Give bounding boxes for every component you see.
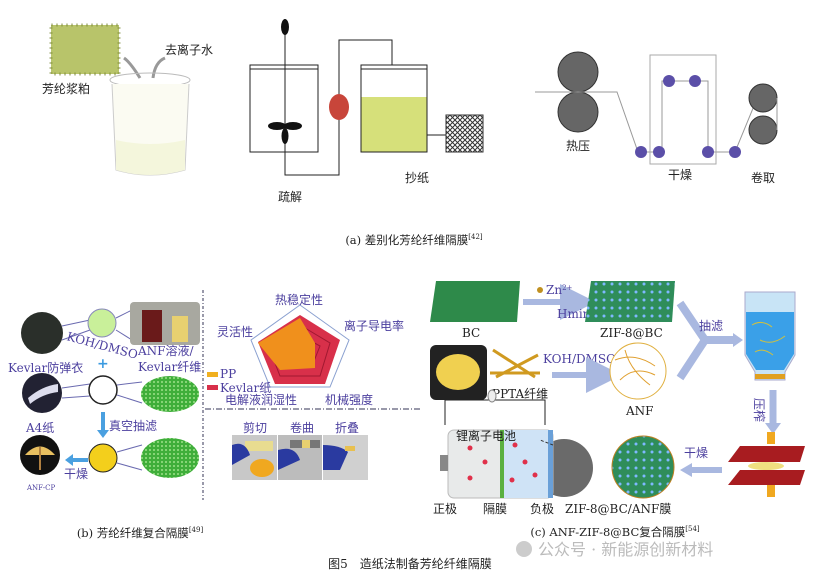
press-plates [728, 432, 805, 497]
merge-arrow [676, 300, 735, 381]
label-fold: 折叠 [335, 420, 359, 435]
radar-axis-thermal: 热稳定性 [275, 292, 323, 307]
label-ppta: PPTA纤维 [492, 387, 548, 401]
legend-swatch-kevlar [207, 385, 218, 390]
bc-sheet [430, 281, 520, 322]
papermaking-tank [360, 64, 484, 153]
wechat-icon [516, 541, 532, 557]
label-drying: 干燥 [668, 168, 692, 182]
label-kevlar-fiber: Kevlar纤维 [138, 360, 201, 374]
caption-b: (b) 芳纶纤维复合隔膜[49] [77, 526, 204, 540]
anf-solution-photo [130, 302, 200, 345]
label-disperse: 疏解 [278, 189, 302, 204]
label-membrane: ZIF-8@BC/ANF膜 [565, 502, 671, 516]
lithium-battery [440, 389, 554, 499]
watermark: 公众号 · 新能源创新材料 [538, 540, 713, 559]
label-dry-b: 干燥 [64, 467, 88, 481]
guide-rollers [635, 75, 741, 158]
beaker [109, 56, 191, 176]
label-a4: A4纸 [25, 421, 54, 435]
caption-c: (c) ANF-ZIF-8@BC复合隔膜[54] [530, 525, 700, 539]
yellow-circle [88, 443, 118, 473]
radar-chart: 热稳定性 离子导电率 机械强度 电解液润湿性 灵活性 PP Kevlar纸 [207, 292, 404, 407]
label-vacuum-filter: 真空抽滤 [109, 419, 157, 433]
label-press: 压榨 [752, 398, 767, 422]
label-deionized-water: 去离子水 [165, 42, 213, 57]
label-hmin: Hmin [557, 307, 591, 321]
aramid-pulp-photo [51, 25, 119, 74]
flexibility-photos [232, 435, 368, 480]
composite-membrane-circle [611, 435, 675, 499]
label-papermaking: 抄纸 [405, 171, 429, 185]
label-bc: BC [462, 326, 480, 340]
green-texture [141, 376, 199, 412]
filter-funnel [744, 291, 796, 381]
drying-box [649, 54, 717, 165]
radar-pp-area [258, 318, 315, 370]
hot-press-rollers [557, 51, 599, 133]
label-zn: Zn2+ [546, 283, 573, 297]
figure-caption: 图5 造纸法制备芳纶纤维隔膜 [328, 557, 492, 571]
legend-pp: PP [220, 367, 236, 381]
label-zif8-bc: ZIF-8@BC [600, 326, 663, 340]
label-kevlar-vest: Kevlar防弹衣 [8, 360, 83, 375]
legend-swatch-pp [207, 372, 218, 377]
label-aramid-pulp: 芳纶浆粕 [42, 81, 90, 96]
pump [329, 94, 349, 120]
legend-kevlar: Kevlar纸 [220, 381, 271, 395]
sheet-path [535, 80, 764, 153]
label-filter: 抽滤 [699, 319, 723, 333]
label-winding: 卷取 [751, 170, 775, 185]
radar-axis-conductivity: 离子导电率 [344, 318, 404, 333]
kevlar-vest-photo [21, 312, 63, 354]
zif8-bc-sheet [585, 281, 675, 322]
label-anf-cp: ANF-CP [26, 484, 55, 492]
label-hot-press: 热压 [566, 139, 590, 153]
label-roll: 卷曲 [290, 420, 314, 435]
fiber-circle [87, 308, 117, 338]
panel-c: BC Zn2+ Hmin ZIF-8@BC 抽滤 PPTA纤维 KOH/DMSO… [430, 281, 805, 539]
label-cathode: 正极 [433, 502, 457, 516]
label-anode: 负极 [530, 502, 554, 516]
winding-rollers [748, 83, 778, 145]
label-koh-dmso-c: KOH/DMSO [543, 352, 616, 366]
plus-sign: + [97, 356, 109, 372]
caption-a: (a) 差别化芳纶纤维隔膜[42] [345, 233, 483, 247]
label-dry-c: 干燥 [684, 446, 708, 460]
white-circle [88, 375, 118, 405]
panel-a: 芳纶浆粕 去离子水 疏解 抄纸 [42, 19, 778, 247]
radar-axis-strength: 机械强度 [325, 392, 373, 407]
label-separator: 隔膜 [483, 502, 507, 516]
disperse-tank [249, 19, 319, 153]
green-texture-2 [141, 438, 199, 478]
radar-axis-wetting: 电解液润湿性 [225, 392, 297, 407]
label-anf-solution: ANF溶液/ [137, 343, 194, 358]
panel-b: KOH/DMSO + Kevlar防弹衣 ANF溶液/ Kevlar纤维 A4纸… [8, 290, 420, 540]
label-cut: 剪切 [243, 420, 267, 435]
label-anf: ANF [625, 404, 654, 418]
label-battery: 锂离子电池 [456, 428, 516, 443]
radar-axis-flexibility: 灵活性 [217, 325, 253, 339]
